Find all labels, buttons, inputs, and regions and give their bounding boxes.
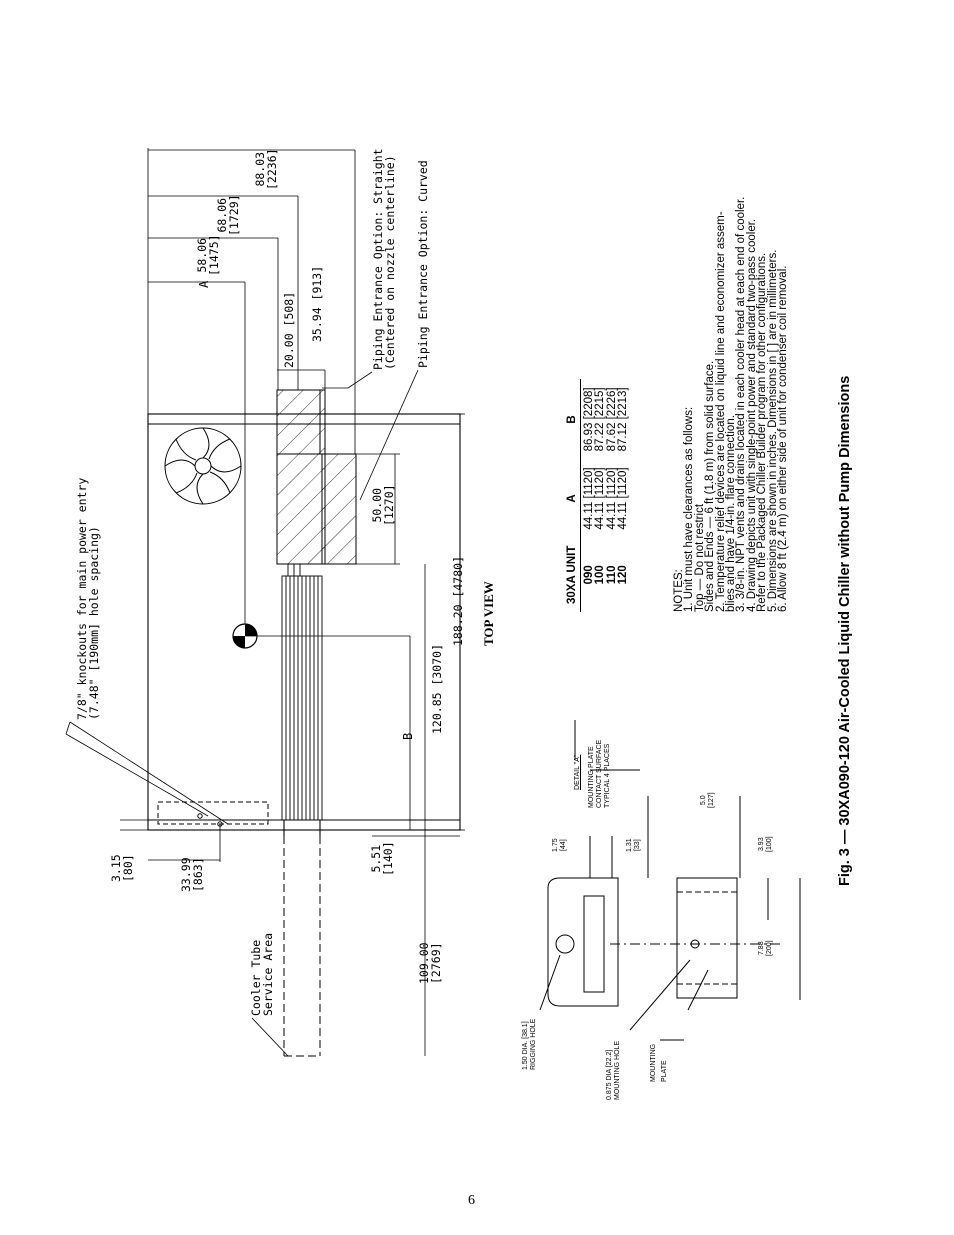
dim-188-20: 188.20 [4780]	[451, 555, 465, 646]
dim-35-94: 35.94 [913]	[310, 265, 324, 342]
dim-50-00: 50.00 [1270]	[370, 484, 396, 526]
dim-1-31: 1.31 [33]	[626, 838, 641, 852]
view-title: TOP VIEW	[481, 581, 496, 646]
dim-88-03: 88.03 [2236]	[253, 148, 279, 190]
notes-block: NOTES: 1. Unit must have clearances as f…	[673, 197, 790, 612]
piping-straight-label: Piping Entrance Option: Straight (Center…	[371, 148, 397, 370]
label-b: B	[401, 732, 415, 740]
table-row: 100 44.11 [1120] 87.22 [2215]	[594, 387, 606, 585]
mounting-plate-label: MOUNTING PLATE	[650, 1043, 668, 1082]
dimension-lines	[65, 148, 465, 1057]
condenser-coil	[281, 564, 323, 821]
mounting-plate-note: MOUNTING PLATE CONTACT SURFACE TYPICAL 4…	[588, 739, 611, 808]
dim-33-99: 33.99 [863]	[179, 857, 205, 892]
rigging-hole-label: 1.50 DIA. [38.1] RIGGING HOLE	[522, 1018, 537, 1070]
dim-58-06: 58.06 [1475]	[195, 234, 221, 276]
dim-3-93: 3.93 [100]	[758, 836, 773, 852]
table-header-b: B	[566, 379, 580, 460]
figure-caption: Fig. 3 — 30XA090-120 Air-Cooled Liquid C…	[837, 375, 853, 886]
dim-1-75: 1.75 [44]	[552, 838, 567, 852]
detail-a-drawing	[539, 720, 801, 1041]
dim-120-85: 120.85 [3070]	[430, 643, 444, 734]
table-header-unit: 30XA UNIT	[566, 537, 580, 612]
dim-5-51: 5.51 [140]	[369, 841, 395, 876]
dim-68-06: 68.06 [1729]	[215, 194, 241, 236]
table-row: 120 44.11 [1120] 87.12 [2213]	[617, 387, 629, 585]
mounting-hole-label: 0.875 DIA [22.2] MOUNTING HOLE	[606, 1040, 621, 1100]
table-header-a: A	[566, 459, 580, 538]
cooler-service-area	[283, 836, 321, 1057]
dim-20-00: 20.00 [508]	[282, 291, 296, 368]
cooler-tube-label: Cooler Tube Service Area	[249, 932, 275, 1016]
page-number: 6	[468, 1193, 475, 1208]
dim-7-88: 7.88 [200]	[758, 940, 773, 956]
knockout-note: 7/8" knockouts for main power entry (7.4…	[75, 477, 101, 720]
cooler-hatched	[276, 389, 357, 565]
fan-icon	[164, 427, 242, 505]
table-row: 090 44.11 [1120] 86.93 [2208]	[582, 387, 595, 585]
dim-109-00: 109.00 [2769]	[417, 942, 443, 984]
detail-a-title: DETAIL "A"	[574, 754, 581, 790]
label-a: A	[197, 280, 211, 288]
dim-3-15: 3.15 [80]	[109, 854, 135, 882]
dimension-table: 30XA UNIT A B 090 44.11 [1120] 86.93 [22…	[566, 379, 630, 612]
piping-curved-label: Piping Entrance Option: Curved	[416, 160, 430, 368]
control-box-outline	[157, 801, 269, 825]
note-line: 6. Allow 8 ft (2.4 m) on either side of …	[777, 265, 790, 612]
dim-5-0: 5.0 [127]	[700, 792, 715, 808]
